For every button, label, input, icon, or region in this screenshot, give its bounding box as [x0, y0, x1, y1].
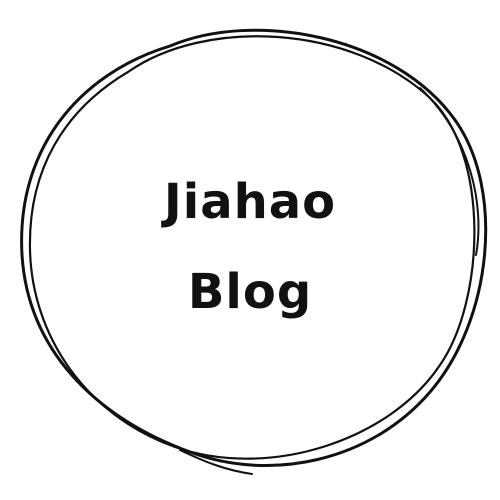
logo-title-line-1: Jiahao	[163, 174, 337, 230]
circle-stroke-outer	[20, 28, 488, 467]
circle-stroke-inner	[28, 35, 476, 460]
logo-title-line-2: Blog	[187, 264, 313, 320]
circle-stroke-tail	[179, 449, 253, 475]
circle-stroke-overlap	[419, 87, 480, 256]
